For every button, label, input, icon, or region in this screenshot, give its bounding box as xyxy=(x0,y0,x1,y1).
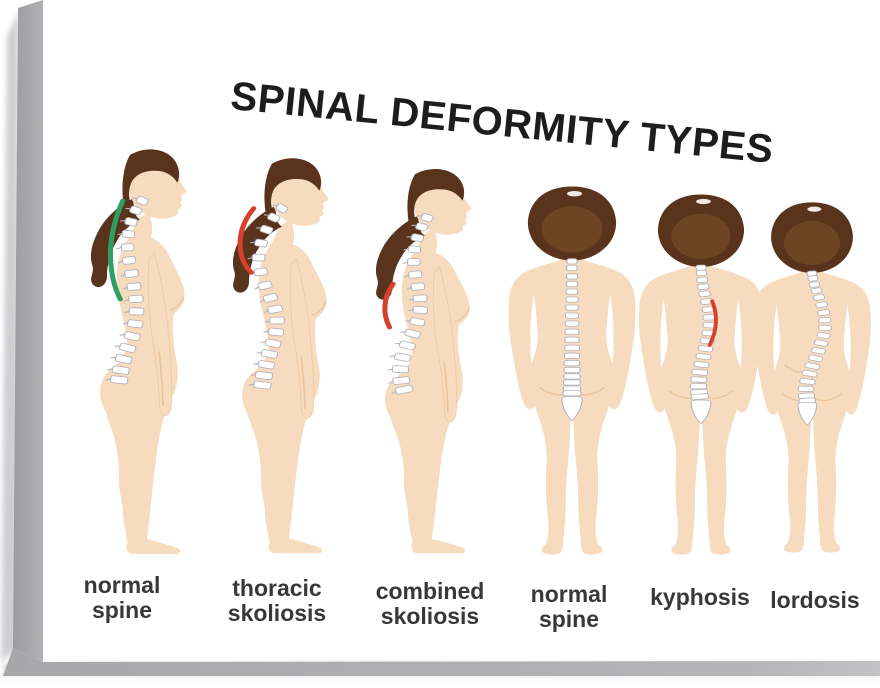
illustration-normal-spine-side xyxy=(90,149,186,555)
normal-curve-line xyxy=(107,198,126,302)
bun-hair-inner xyxy=(783,221,841,266)
mid-back-curve-line xyxy=(707,299,718,347)
spine-column xyxy=(797,270,832,405)
right-arm xyxy=(608,272,636,410)
sacrum xyxy=(561,396,583,422)
illustration-thoracic-skoliosis xyxy=(232,158,328,554)
arm xyxy=(289,257,315,419)
thoracic-curve-line xyxy=(237,206,257,275)
spine-column xyxy=(247,203,289,390)
spine-column xyxy=(387,213,434,395)
head-hair xyxy=(264,158,322,229)
arm xyxy=(147,251,173,417)
head-hair xyxy=(407,168,465,238)
label-line: skoliosis xyxy=(227,599,327,626)
right-buttock-crease xyxy=(814,393,843,402)
left-arm xyxy=(639,278,666,413)
hair-tie-highlight xyxy=(807,206,822,212)
illustration-lordosis xyxy=(753,202,871,553)
label-line: normal xyxy=(530,581,608,607)
lumbar-curve-line xyxy=(382,281,396,330)
label-lordosis: lordosis xyxy=(730,588,880,613)
left-arm xyxy=(753,283,779,415)
left-wrap-shadow xyxy=(1,12,18,662)
label-line: spine xyxy=(91,596,153,623)
label-line: combined xyxy=(375,578,485,604)
label-line: kyphosis xyxy=(650,584,750,610)
figure-thoracic-skoliosis xyxy=(204,150,362,558)
label-line: lordosis xyxy=(770,587,860,613)
bust-shade-line xyxy=(169,296,185,311)
label-line: skoliosis xyxy=(380,602,480,629)
label-combined-skoliosis: combined skoliosis xyxy=(345,579,515,629)
label-normal-spine-back: normal spine xyxy=(484,582,654,632)
label-normal-spine-side: normal spine xyxy=(37,573,207,623)
right-arm xyxy=(845,283,871,415)
illustration-kyphosis xyxy=(639,194,763,555)
hair-tie-highlight xyxy=(566,191,583,197)
canvas-left-edge xyxy=(13,0,43,662)
left-arm xyxy=(508,272,536,410)
canvas-bottom-edge xyxy=(3,648,880,676)
sacrum xyxy=(797,401,818,426)
arm-seam-line xyxy=(443,360,449,414)
bun-hair-inner xyxy=(541,206,603,253)
bust-shade-line xyxy=(454,308,470,323)
sacrum xyxy=(690,399,712,425)
head-hair xyxy=(122,149,180,222)
figure-normal-spine-side xyxy=(62,141,220,559)
label-line: normal xyxy=(83,572,161,598)
spine-column xyxy=(105,195,149,385)
spine-column xyxy=(562,258,582,397)
illustration-combined-skoliosis xyxy=(375,168,471,554)
hair-tie-highlight xyxy=(696,198,711,205)
bun-hair-inner xyxy=(671,213,731,259)
arm-seam-line xyxy=(300,355,306,410)
bust-shade-line xyxy=(311,301,327,316)
figure-lordosis xyxy=(736,199,880,555)
figure-normal-spine-back xyxy=(490,183,654,557)
arm-seam-line xyxy=(158,351,164,407)
figure-kyphosis xyxy=(621,191,781,557)
figure-combined-skoliosis xyxy=(347,161,505,558)
arm xyxy=(432,265,458,423)
label-kyphosis: kyphosis xyxy=(615,585,785,610)
label-line: spine xyxy=(538,605,600,632)
label-thoracic-skoliosis: thoracic skoliosis xyxy=(192,576,362,626)
illustration-normal-spine-back xyxy=(508,186,636,555)
label-line: thoracic xyxy=(232,575,322,601)
